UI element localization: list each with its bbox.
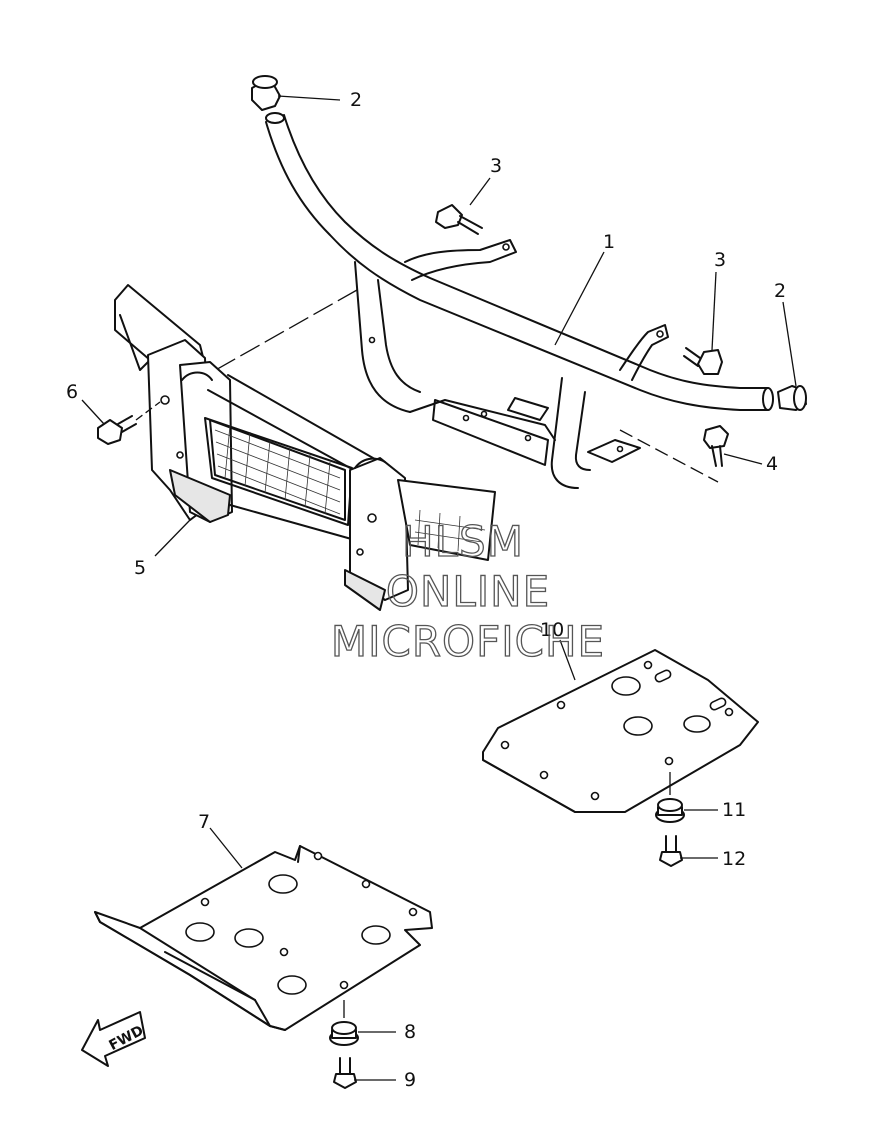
skid-plate-10 xyxy=(482,649,759,813)
watermark: HLSM ONLINE MICROFICHE xyxy=(330,516,605,666)
callout-5: 5 xyxy=(134,557,146,579)
bolt-9 xyxy=(333,1057,357,1089)
fwd-direction-arrow: FWD xyxy=(81,1011,146,1067)
bolt-6 xyxy=(97,401,161,445)
skid-plate-7 xyxy=(94,845,433,1031)
end-cap-plug-left xyxy=(251,75,281,111)
callout-1: 1 xyxy=(603,231,615,253)
bumper-guard xyxy=(114,284,496,611)
leader-lines xyxy=(81,95,797,1081)
callout-6: 6 xyxy=(66,381,78,403)
collar-11 xyxy=(655,798,685,823)
flange-bolt-right xyxy=(683,347,723,375)
watermark-line-1: HLSM xyxy=(402,517,524,566)
front-guard-tube xyxy=(204,112,774,489)
callout-4: 4 xyxy=(766,453,778,475)
callout-labels: 1 2 2 3 3 4 5 6 7 8 9 10 11 12 xyxy=(66,89,786,1091)
callout-9: 9 xyxy=(404,1069,416,1091)
callout-11: 11 xyxy=(722,799,746,821)
mesh-grille xyxy=(209,419,346,521)
bolt-12 xyxy=(659,835,683,867)
end-cap-plug-right xyxy=(777,385,807,411)
collar-8 xyxy=(329,1021,359,1046)
callout-8: 8 xyxy=(404,1021,416,1043)
watermark-line-3: MICROFICHE xyxy=(331,617,605,666)
flange-bolt-upper xyxy=(435,204,483,235)
bolt-4 xyxy=(703,425,729,467)
callout-12: 12 xyxy=(722,848,746,870)
callout-10: 10 xyxy=(540,619,564,641)
watermark-line-2: ONLINE xyxy=(386,567,550,616)
callout-2-left: 2 xyxy=(350,89,362,111)
callout-2-right: 2 xyxy=(774,280,786,302)
callout-3-upper: 3 xyxy=(490,155,502,177)
callout-7: 7 xyxy=(198,811,210,833)
callout-3-right: 3 xyxy=(714,249,726,271)
